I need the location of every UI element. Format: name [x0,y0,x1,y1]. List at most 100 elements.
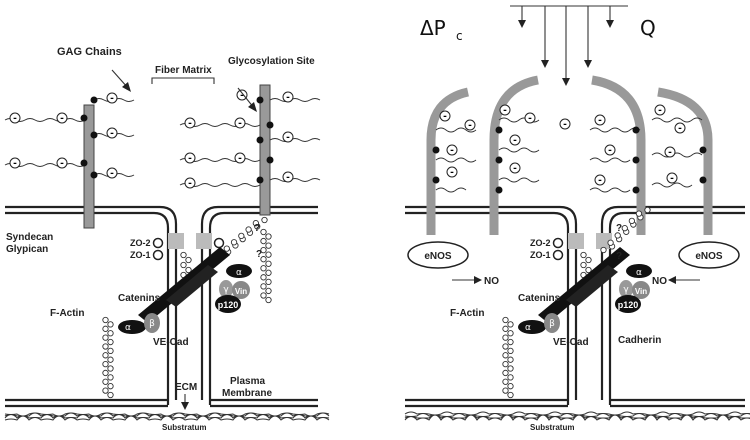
actin-bead [107,365,114,372]
glycosylation-dot [495,186,503,194]
glycosylation-dot [699,146,707,154]
actin-bead [507,365,514,372]
label-zo1: ZO-1 [130,250,151,260]
r-tight-junction-block [596,233,612,249]
charge-symbol: - [670,174,674,184]
zo2-marker [213,237,225,249]
negative-charge-icon [282,171,294,183]
gag-chain [651,182,693,188]
actin-bead [102,387,109,394]
charge-symbol: - [513,164,517,174]
r-left-cell-membrane [405,205,578,400]
actin-bead [507,374,514,381]
r-vinculin [632,281,650,299]
gag-chain [589,127,641,133]
charge-symbol: - [450,168,454,178]
substratum-fibers [4,412,330,421]
actin-bead [507,321,514,328]
r-p120-catenin [615,295,641,313]
actin-bead [102,343,109,350]
charge-symbol: - [468,121,472,131]
r-label-zo1: ZO-1 [530,250,551,260]
actin-bead [502,325,509,332]
actin-bead [260,237,267,245]
actin-bead [265,278,272,286]
r-label-cadherin: Cadherin [618,335,661,346]
r-label-question-2: ? [616,251,622,262]
label-zo2: ZO-2 [130,238,151,248]
r-label-catenins: Catenins [518,293,561,304]
actin-bead [245,226,252,233]
charge-symbol: - [286,93,290,103]
charge-symbol: - [563,120,567,130]
negative-charge-icon [106,92,118,104]
right-cell-membrane-inner [208,211,318,405]
negative-charge-icon [234,152,246,164]
actin-bead [102,378,109,385]
glycosylation-dot [432,176,440,184]
actin-bead [265,296,272,304]
actin-bead [600,246,607,254]
actin-bead [261,216,268,224]
gag-chains: ---------------- [4,89,321,189]
label-substratum: Substratum [162,423,206,432]
glycosylation-dot [432,146,440,154]
actin-bead [260,246,267,254]
glycosylation-dot [495,156,503,164]
actin-bead [585,266,592,274]
alpha-catenin-2 [226,264,252,278]
label-alpha-2: α [236,268,242,278]
charge-symbol: - [188,119,192,129]
charge-symbol: - [608,146,612,156]
negative-charge-icon [559,118,571,130]
charge-symbol: - [443,112,447,122]
flow-arrowhead [562,78,570,86]
actin-bead [107,374,114,381]
r-label-p120: p120 [618,300,639,310]
charge-symbol: - [286,173,290,183]
charge-symbol: - [110,94,114,104]
vinculin [232,281,250,299]
label-delta-p-sub: c [456,29,463,43]
negative-charge-icon [234,117,246,129]
actin-bead [185,256,192,264]
label-glypican: Glypican [6,244,48,255]
actin-bead [502,352,509,359]
negative-charge-icon [594,114,606,126]
actin-bead [252,220,260,227]
glycosylation-dot [699,176,707,184]
label-question: ? [254,223,260,234]
r-label-alpha-2: α [636,268,642,278]
glyco-arrowhead [248,102,257,112]
tight-junction-block [196,233,212,249]
actin-bead [580,251,587,259]
actin-bead [265,242,272,249]
r-label-zo2: ZO-2 [530,238,551,248]
actin-bead [107,391,114,399]
label-delta-p: ΔP [420,16,446,40]
ecm-arrowhead [181,402,189,410]
actin-bead [102,352,109,359]
label-enos-left: eNOS [424,251,452,262]
negative-charge-icon [282,131,294,143]
negative-charge-icon [56,157,68,169]
negative-charge-icon [524,112,536,124]
charge-symbol: - [60,114,64,124]
actin-bead [107,383,114,390]
no-arrowhead-right [668,276,676,284]
actin-bead [502,343,509,350]
negative-charge-icon [236,89,248,101]
actin-bead [180,251,187,259]
glycosylation-dot [80,114,88,122]
charge-symbol: - [668,148,672,158]
actin-bead [507,391,514,399]
r-label-beta: β [549,319,555,329]
glycosylation-dot [266,156,274,164]
actin-bead [238,232,245,240]
no-arrowhead-left [474,276,482,284]
actin-bead [265,251,272,258]
actin-bead [644,206,651,214]
negative-charge-icon [9,112,21,124]
charge-symbol: - [110,169,114,179]
